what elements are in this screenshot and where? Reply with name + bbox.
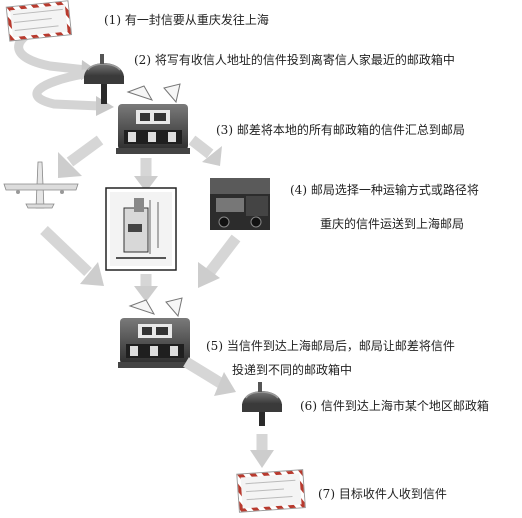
step-4-label-2: 重庆的信件运送到上海邮局	[320, 217, 465, 231]
arrow-mailbox-to-letter	[250, 434, 274, 468]
curved-arrow-2-head	[96, 96, 114, 116]
post-office-1-icon	[116, 83, 190, 154]
step-7-text: (7) 目标收件人收到信件	[318, 486, 447, 502]
mailbox-2-icon	[242, 382, 282, 426]
step-1-num: (1)	[104, 13, 121, 27]
arrow-to-train	[134, 158, 158, 192]
step-5-text: (5) 当信件到达上海邮局后，邮局让邮差将信件	[206, 338, 455, 354]
step-2-num: (2)	[134, 53, 151, 67]
arrow-train-to-office	[134, 274, 158, 302]
step-4-text: (4) 邮局选择一种运输方式或路径将	[290, 182, 479, 198]
step-5-num: (5)	[206, 339, 223, 353]
arrow-office-to-mailbox	[183, 357, 236, 396]
arrow-airplane-to-office	[40, 226, 104, 286]
step-3-num: (3)	[216, 123, 233, 137]
step-1-text: (1) 有一封信要从重庆发往上海	[104, 12, 269, 28]
letter-bottom-icon	[236, 469, 306, 513]
step-6-num: (6)	[300, 399, 317, 413]
step-2-label: 将写有收信人地址的信件投到离寄信人家最近的邮政箱中	[154, 53, 455, 67]
airplane-icon	[3, 161, 79, 209]
arrow-to-truck	[188, 135, 222, 166]
step-3-label: 邮差将本地的所有邮政箱的信件汇总到邮局	[236, 123, 465, 137]
letter-top-icon	[5, 0, 73, 42]
step-7-label: 目标收件人收到信件	[338, 487, 447, 501]
step-5-label: 当信件到达上海邮局后，邮局让邮差将信件	[226, 339, 455, 353]
step-3-text: (3) 邮差将本地的所有邮政箱的信件汇总到邮局	[216, 122, 465, 138]
step-4-text-line2: 重庆的信件运送到上海邮局	[320, 216, 464, 232]
step-4-num: (4)	[290, 183, 307, 197]
arrow-to-airplane	[58, 135, 104, 178]
mailbox-1-icon	[84, 54, 124, 104]
step-6-label: 信件到达上海市某个地区邮政箱	[320, 399, 489, 413]
step-7-num: (7)	[318, 487, 335, 501]
step-1-label: 有一封信要从重庆发往上海	[124, 13, 269, 27]
post-office-2-icon	[118, 297, 192, 368]
step-5-label-2: 投递到不同的邮政箱中	[232, 363, 353, 377]
truck-photo-icon	[210, 178, 270, 230]
train-icon	[105, 187, 177, 271]
arrow-truck-to-office	[198, 234, 241, 288]
step-5-text-line2: 投递到不同的邮政箱中	[232, 362, 352, 378]
step-6-text: (6) 信件到达上海市某个地区邮政箱	[300, 398, 489, 414]
curved-arrow-2	[32, 69, 105, 111]
step-4-label: 邮局选择一种运输方式或路径将	[310, 183, 479, 197]
step-2-text: (2) 将写有收信人地址的信件投到离寄信人家最近的邮政箱中	[134, 52, 455, 68]
